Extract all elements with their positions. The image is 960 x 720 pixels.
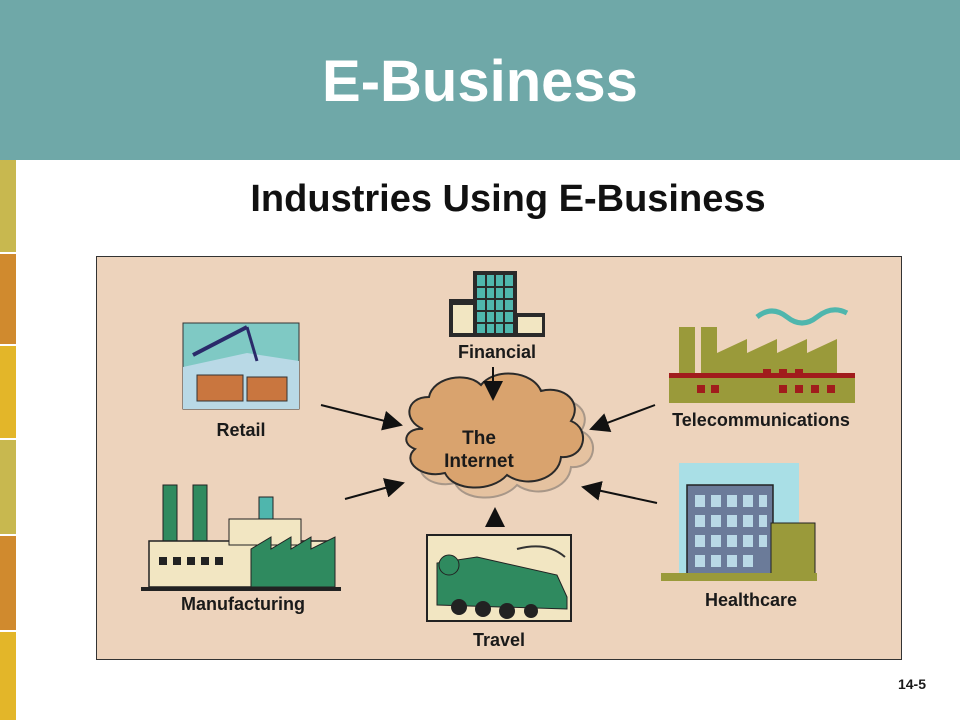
telecommunications-factory-icon [669, 307, 855, 403]
label-manufacturing: Manufacturing [181, 594, 305, 614]
label-retail: Retail [216, 420, 266, 440]
slide-title: E-Business [322, 49, 638, 114]
stripe [0, 536, 16, 630]
label-travel: Travel [472, 630, 526, 650]
stripe [0, 346, 16, 438]
industries-diagram: The Internet Financial Retail Telecommun… [96, 256, 902, 660]
stripe [0, 440, 16, 534]
stripe [0, 160, 16, 252]
manufacturing-factory-icon [141, 484, 341, 591]
internet-label-line2: Internet [444, 451, 514, 472]
label-telecommunications: Telecommunications [672, 410, 850, 430]
arrow-healthcare [581, 481, 658, 504]
label-financial: Financial [457, 342, 537, 362]
internet-label: The Internet [419, 427, 539, 473]
title-bar: E-Business [0, 0, 960, 160]
arrow-telecommunications [589, 404, 656, 433]
label-healthcare: Healthcare [704, 590, 798, 610]
page-number: 14-5 [897, 676, 926, 692]
stripe [0, 254, 16, 344]
sidebar-stripes [0, 160, 16, 720]
stripe [0, 632, 16, 720]
financial-building-icon [449, 271, 545, 337]
internet-label-line1: The [462, 428, 496, 449]
healthcare-building-icon [661, 463, 817, 581]
internet-cloud-icon [405, 372, 594, 499]
arrow-retail [320, 404, 403, 431]
arrow-manufacturing [344, 478, 405, 500]
diagram-graphics [141, 271, 855, 622]
retail-ship-icon [182, 322, 300, 410]
diagram-arrows [320, 367, 658, 527]
slide-subtitle: Industries Using E-Business [250, 178, 766, 220]
travel-train-icon [426, 534, 572, 622]
